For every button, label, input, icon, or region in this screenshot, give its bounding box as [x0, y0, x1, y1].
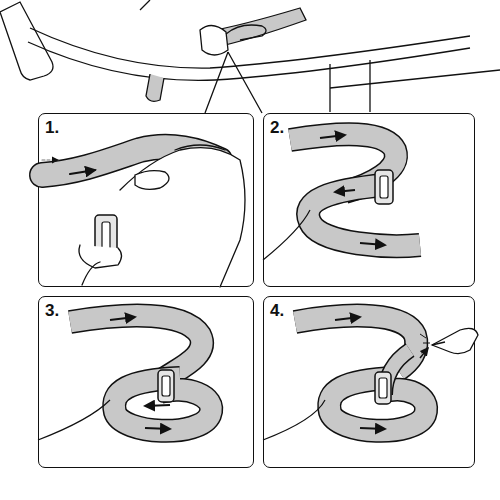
chair-scene-part	[146, 74, 164, 101]
chair-scene-part	[28, 42, 470, 80]
step-panel: 1.	[38, 113, 254, 287]
chair-scene-part	[30, 28, 470, 68]
chair-scene	[0, 0, 500, 113]
chair-scene-part	[330, 70, 500, 88]
step-number: 2.	[270, 118, 284, 138]
chair-scene-part	[205, 8, 306, 48]
step-number: 1.	[45, 118, 59, 138]
chair-scene-part	[140, 0, 150, 10]
step-panel: 3.	[38, 296, 254, 468]
step-number: 3.	[45, 301, 59, 321]
step-number: 4.	[270, 301, 284, 321]
chair-scene-part	[330, 60, 370, 112]
chair-scene-part	[200, 25, 228, 55]
chair-scene-part	[226, 25, 266, 40]
step-panel: 2.	[263, 113, 475, 287]
chair-scene-part	[0, 2, 53, 80]
chair-scene-part	[205, 52, 262, 113]
step-panel: 4.	[263, 296, 475, 468]
